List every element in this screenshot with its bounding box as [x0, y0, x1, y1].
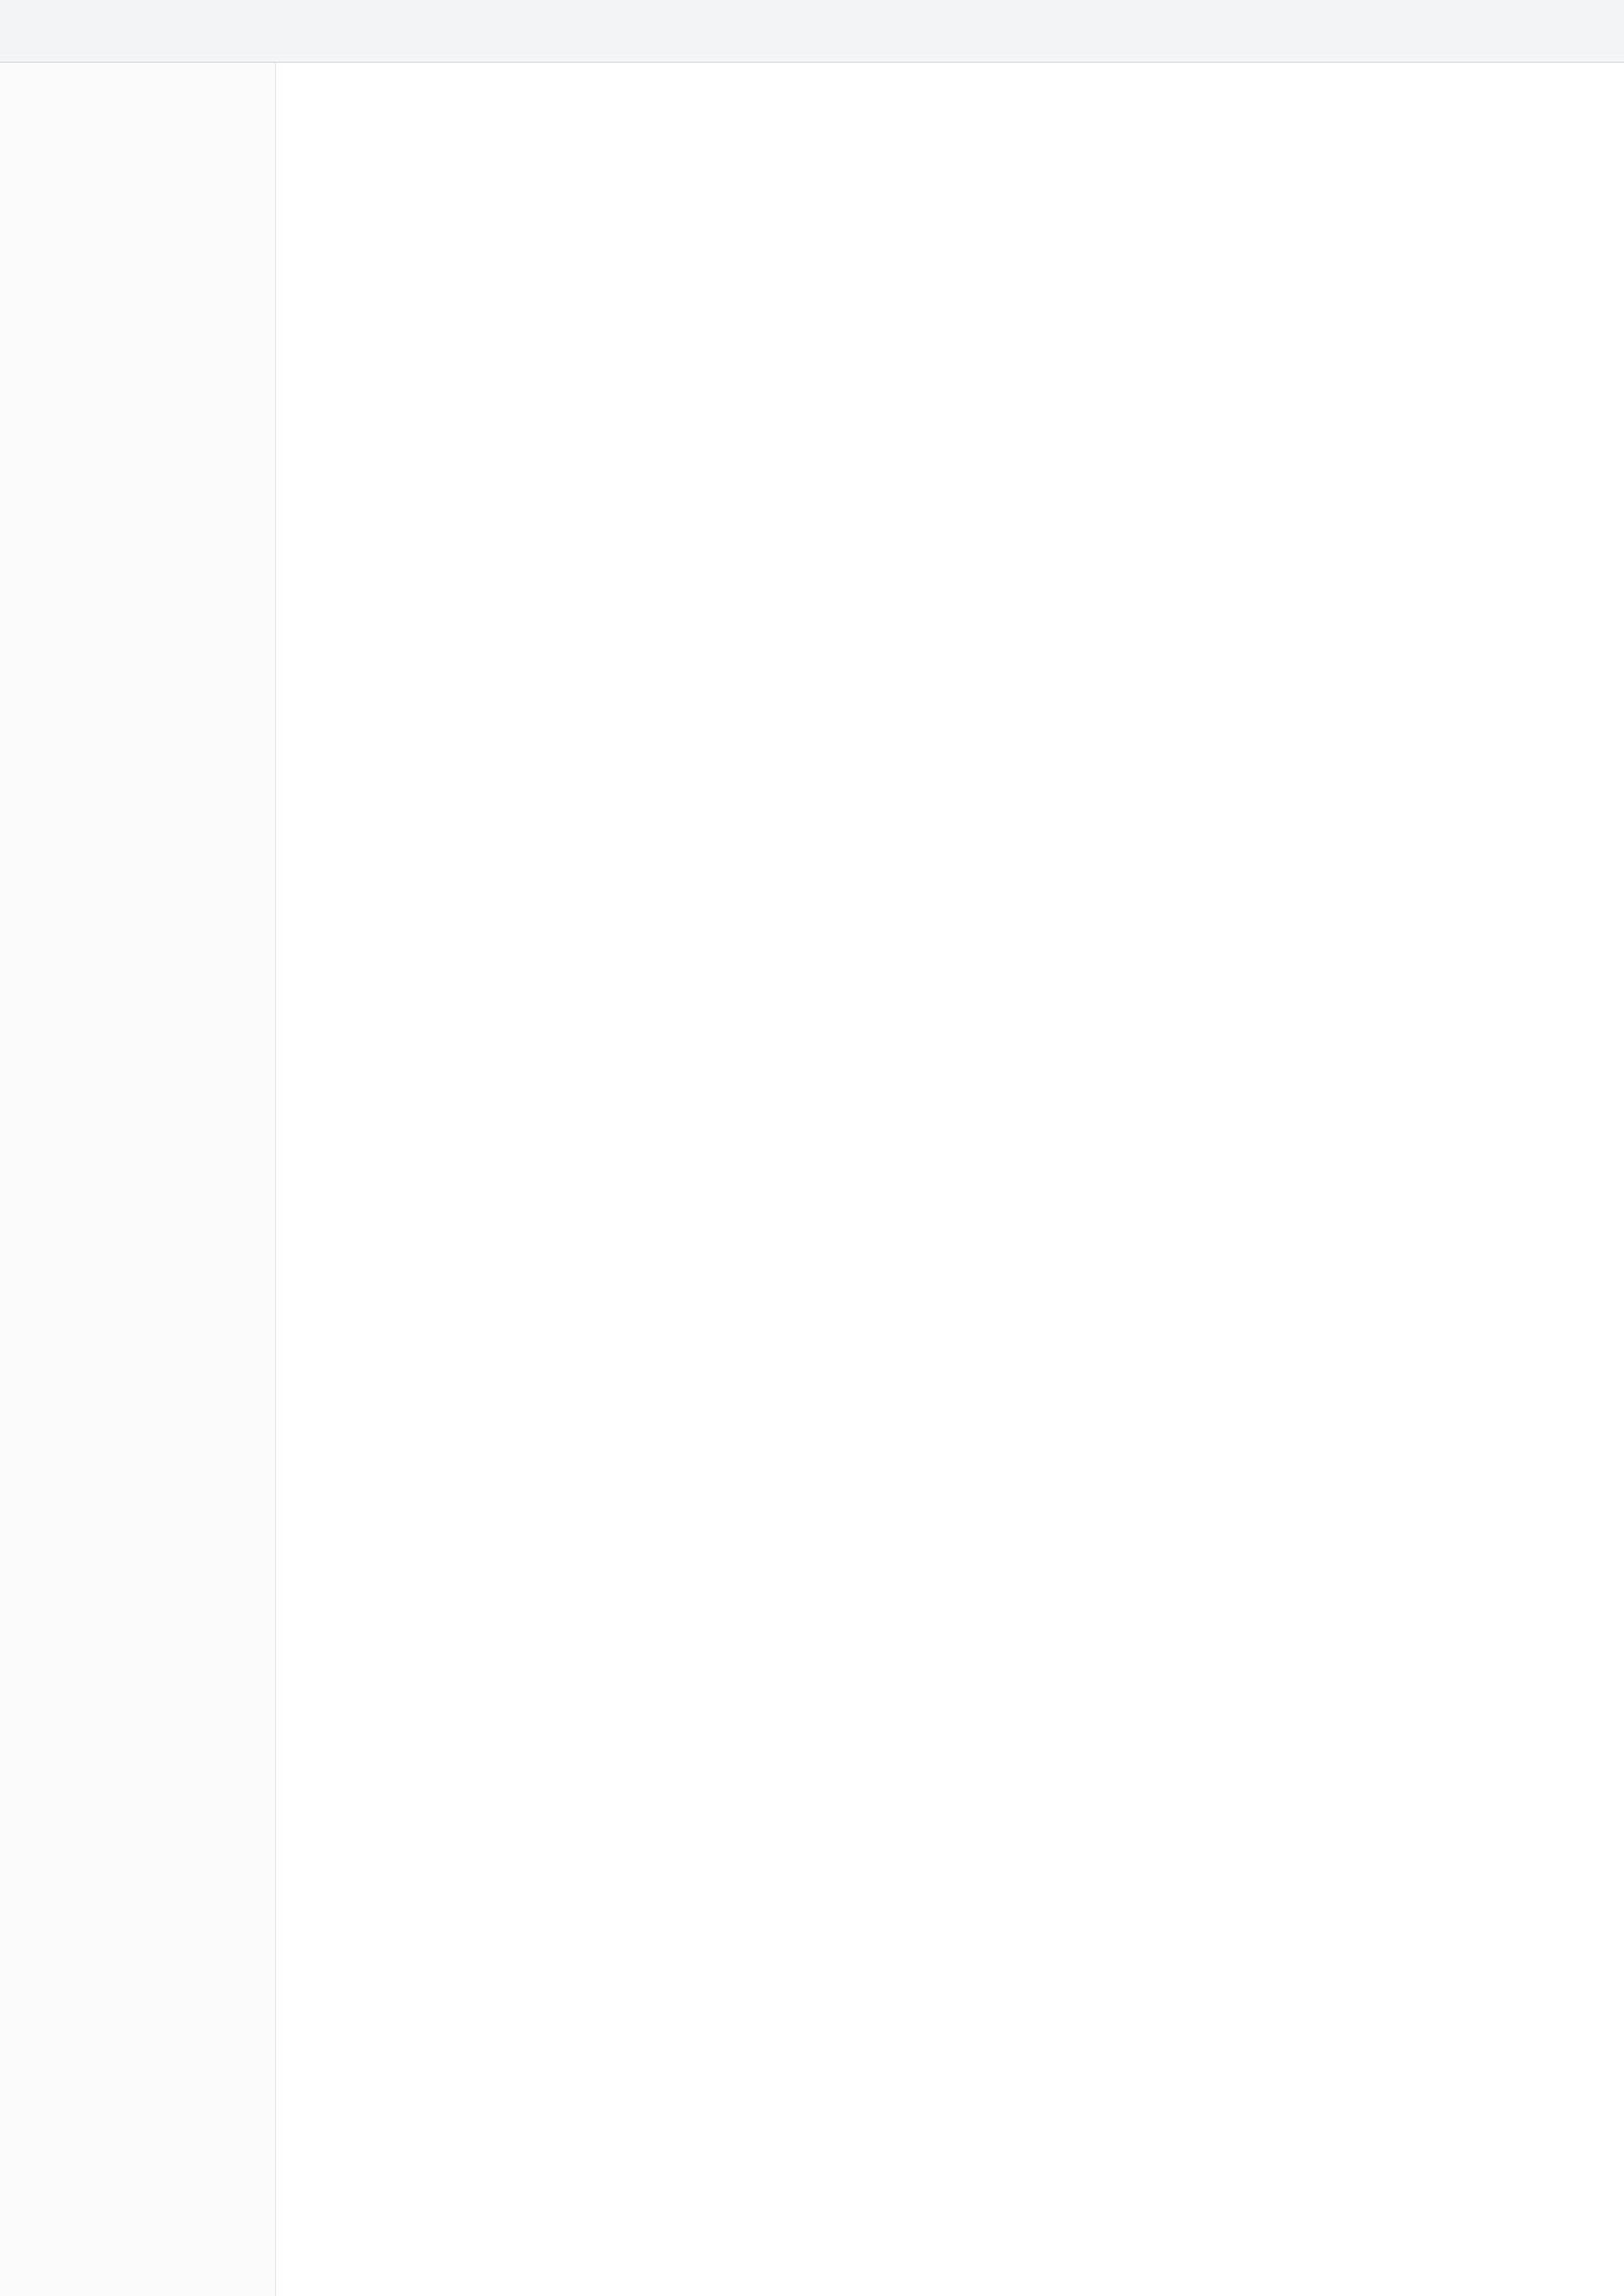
main-content	[276, 63, 1624, 2296]
header-bar	[0, 0, 1624, 63]
body-area	[0, 63, 1624, 2296]
sidebar	[0, 63, 276, 2296]
